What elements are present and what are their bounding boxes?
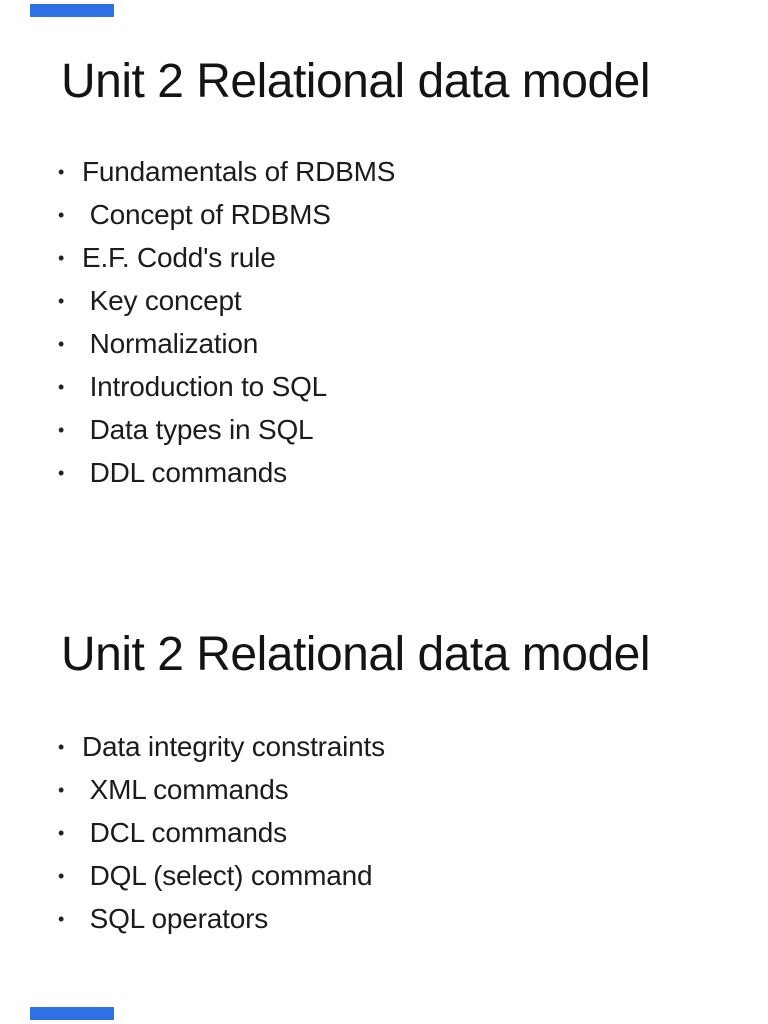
bullet-item: • Data integrity constraints (58, 725, 385, 768)
bullet-item: • E.F. Codd's rule (58, 236, 395, 279)
bullet-dot-icon: • (58, 462, 65, 483)
bullet-text: Fundamentals of RDBMS (82, 155, 396, 187)
page-edge-bar-bottom (30, 1007, 114, 1020)
bullet-text: Data types in SQL (82, 413, 314, 445)
bullet-item: • Fundamentals of RDBMS (58, 150, 395, 193)
bullet-dot-icon: • (58, 290, 65, 311)
bullet-text: DCL commands (82, 816, 287, 848)
bullet-dot-icon: • (58, 822, 65, 843)
bullet-item: • Concept of RDBMS (58, 193, 395, 236)
bullet-text: Data integrity constraints (82, 730, 385, 762)
bullet-dot-icon: • (58, 376, 65, 397)
bullet-item: • DCL commands (58, 811, 385, 854)
bullet-text: Normalization (82, 327, 259, 359)
bullet-list: • Data integrity constraints • XML comma… (58, 725, 385, 940)
bullet-text: Key concept (82, 284, 242, 316)
bullet-item: • XML commands (58, 768, 385, 811)
slide-title: Unit 2 Relational data model (61, 55, 651, 108)
page-edge-bar-top (30, 4, 114, 17)
bullet-item: • Introduction to SQL (58, 365, 395, 408)
bullet-list: • Fundamentals of RDBMS • Concept of RDB… (58, 150, 395, 494)
bullet-item: • Normalization (58, 322, 395, 365)
bullet-item: • DDL commands (58, 451, 395, 494)
bullet-dot-icon: • (58, 419, 65, 440)
bullet-item: • Key concept (58, 279, 395, 322)
bullet-text: SQL operators (82, 902, 269, 934)
bullet-item: • DQL (select) command (58, 854, 385, 897)
bullet-dot-icon: • (58, 333, 65, 354)
bullet-dot-icon: • (58, 908, 65, 929)
bullet-text: Concept of RDBMS (82, 198, 331, 230)
bullet-text: XML commands (82, 773, 289, 805)
bullet-text: DDL commands (82, 456, 287, 488)
bullet-dot-icon: • (58, 247, 65, 268)
bullet-dot-icon: • (58, 865, 65, 886)
bullet-text: DQL (select) command (82, 859, 373, 891)
bullet-text: Introduction to SQL (82, 370, 328, 402)
bullet-item: • SQL operators (58, 897, 385, 940)
bullet-dot-icon: • (58, 204, 65, 225)
bullet-item: • Data types in SQL (58, 408, 395, 451)
bullet-dot-icon: • (58, 161, 65, 182)
bullet-dot-icon: • (58, 779, 65, 800)
slide-title: Unit 2 Relational data model (61, 628, 651, 681)
bullet-dot-icon: • (58, 736, 65, 757)
bullet-text: E.F. Codd's rule (82, 241, 276, 273)
